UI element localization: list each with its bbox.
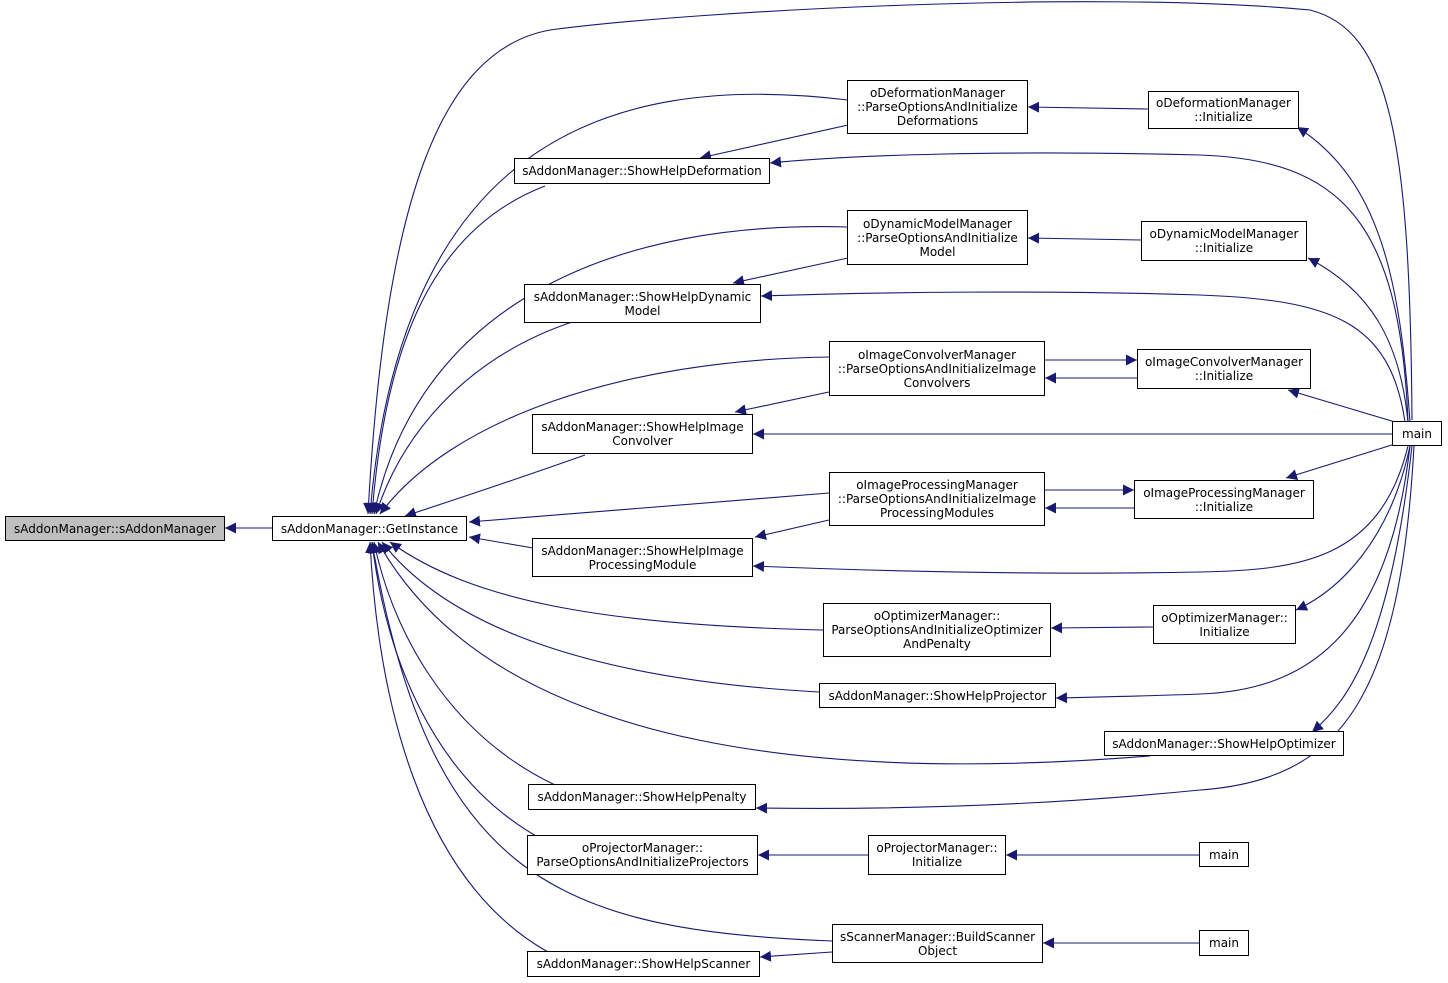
edge-oopt-parse-getinstance: [389, 541, 824, 631]
edge-oimgconv-parse-getinstance: [379, 356, 830, 515]
node-ooptimizer-initialize[interactable]: oOptimizerManager:: Initialize: [1153, 605, 1296, 644]
node-label: oImageConvolverManager ::Initialize: [1144, 355, 1304, 383]
node-show-help-image-processing[interactable]: sAddonManager::ShowHelpImage ProcessingM…: [532, 538, 753, 577]
edge-oimgproc-parse-show-help-image-processing: [754, 519, 830, 540]
edge-main-oimgproc-init: [1285, 443, 1396, 480]
edge-show-help-image-convolver-getinstance: [404, 454, 586, 518]
node-label: sAddonManager::ShowHelpImage Convolver: [541, 420, 744, 448]
node-label: main: [1209, 936, 1239, 950]
edge-odef-init-odef-parse: [1027, 101, 1149, 113]
edge-oimgproc-parse-getinstance: [468, 492, 830, 527]
node-label: main: [1402, 426, 1432, 441]
edge-main-oopt-init: [1295, 445, 1411, 611]
node-oprojector-parse[interactable]: oProjectorManager:: ParseOptionsAndIniti…: [527, 835, 758, 875]
edge-scanner-build-show-help-scanner: [759, 950, 833, 962]
node-label: sAddonManager::sAddonManager: [14, 521, 216, 536]
edge-odyn-parse-show-help-dynamic: [732, 257, 849, 287]
edge-main-show-help-dynamic: [760, 290, 1406, 423]
node-odeformation-initialize[interactable]: oDeformationManager ::Initialize: [1148, 91, 1299, 129]
edge-show-help-optimizer-getinstance: [377, 541, 1151, 765]
node-label: oProjectorManager:: ParseOptionsAndIniti…: [536, 841, 749, 869]
edge-odyn-init-odyn-parse: [1027, 232, 1142, 244]
node-label: sAddonManager::ShowHelpDynamic Model: [533, 289, 752, 318]
node-oprojector-initialize[interactable]: oProjectorManager:: Initialize: [868, 835, 1006, 875]
node-label: sAddonManager::GetInstance: [280, 521, 459, 536]
node-show-help-optimizer[interactable]: sAddonManager::ShowHelpOptimizer: [1104, 731, 1344, 756]
node-label: sScannerManager::BuildScanner Object: [839, 929, 1036, 958]
edge-odyn-parse-getinstance: [370, 226, 849, 515]
edge-oproj-parse-getinstance: [367, 541, 546, 842]
edge-main-show-help-penalty: [755, 445, 1415, 814]
edge-show-help-scanner-getinstance: [365, 541, 549, 953]
node-show-help-image-convolver[interactable]: sAddonManager::ShowHelpImage Convolver: [532, 414, 753, 454]
node-label: sAddonManager::ShowHelpDeformation: [522, 164, 762, 178]
edge-main-odef-init: [1296, 126, 1411, 423]
node-label: sAddonManager::ShowHelpPenalty: [537, 790, 747, 804]
node-label: oImageProcessingManager ::Initialize: [1143, 485, 1305, 514]
node-show-help-penalty[interactable]: sAddonManager::ShowHelpPenalty: [528, 784, 756, 810]
edge-main-show-help-optimizer: [1311, 445, 1413, 733]
edge-show-help-projector-getinstance: [381, 541, 820, 693]
node-label: oDynamicModelManager ::Initialize: [1149, 227, 1299, 255]
node-show-help-scanner[interactable]: sAddonManager::ShowHelpScanner: [527, 951, 760, 977]
node-label: oImageConvolverManager ::ParseOptionsAnd…: [837, 347, 1037, 390]
edge-show-help-penalty-getinstance: [370, 541, 556, 786]
node-odynamic-initialize[interactable]: oDynamicModelManager ::Initialize: [1141, 221, 1307, 261]
node-label: main: [1209, 847, 1239, 862]
node-odeformation-parse[interactable]: oDeformationManager ::ParseOptionsAndIni…: [847, 80, 1028, 134]
edge-main-getinstance: [363, 1, 1413, 515]
edge-oopt-init-oopt-parse: [1050, 622, 1154, 634]
node-main-projector[interactable]: main: [1199, 842, 1249, 867]
node-label: oOptimizerManager:: Initialize: [1161, 610, 1288, 639]
edge-main-oimgconv-init: [1287, 387, 1396, 423]
node-label: sAddonManager::ShowHelpImage ProcessingM…: [541, 543, 744, 572]
node-show-help-projector[interactable]: sAddonManager::ShowHelpProjector: [819, 683, 1056, 708]
node-label: oDeformationManager ::Initialize: [1156, 96, 1291, 124]
edge-main-show-help-projector: [1055, 445, 1411, 704]
node-label: oDynamicModelManager ::ParseOptionsAndIn…: [857, 216, 1018, 259]
node-scanner-build-object[interactable]: sScannerManager::BuildScanner Object: [832, 924, 1043, 963]
node-oimageconvolver-parse[interactable]: oImageConvolverManager ::ParseOptionsAnd…: [829, 341, 1045, 396]
edge-main-show-help-deformation: [769, 152, 1409, 423]
node-oimageprocessing-initialize[interactable]: oImageProcessingManager ::Initialize: [1134, 480, 1314, 519]
node-label: oImageProcessingManager ::ParseOptionsAn…: [837, 478, 1037, 520]
node-label: sAddonManager::ShowHelpProjector: [828, 688, 1047, 703]
edge-oimgconv-parse-show-help-image-convolver: [734, 391, 830, 416]
node-show-help-deformation[interactable]: sAddonManager::ShowHelpDeformation: [514, 158, 770, 184]
node-show-help-dynamic-model[interactable]: sAddonManager::ShowHelpDynamic Model: [524, 284, 761, 323]
edge-scanner-build-getinstance: [368, 541, 833, 942]
edge-show-help-image-processing-getinstance: [468, 533, 534, 549]
node-main-scanner[interactable]: main: [1199, 930, 1249, 956]
node-odynamic-parse[interactable]: oDynamicModelManager ::ParseOptionsAndIn…: [847, 210, 1028, 265]
node-label: sAddonManager::ShowHelpScanner: [536, 957, 751, 971]
node-label: oProjectorManager:: Initialize: [876, 841, 998, 869]
node-main-right[interactable]: main: [1392, 421, 1442, 446]
node-get-instance[interactable]: sAddonManager::GetInstance: [272, 516, 467, 541]
edge-show-help-deformation-getinstance: [367, 185, 546, 515]
node-label: oOptimizerManager:: ParseOptionsAndIniti…: [831, 609, 1043, 651]
edge-odef-parse-show-help-deformation: [699, 124, 849, 161]
node-label: sAddonManager::ShowHelpOptimizer: [1112, 736, 1336, 751]
node-label: oDeformationManager ::ParseOptionsAndIni…: [857, 86, 1018, 128]
node-oimageconvolver-initialize[interactable]: oImageConvolverManager ::Initialize: [1137, 349, 1311, 389]
node-saddonmanager-constructor[interactable]: sAddonManager::sAddonManager: [5, 516, 225, 541]
node-ooptimizer-parse[interactable]: oOptimizerManager:: ParseOptionsAndIniti…: [823, 603, 1051, 657]
node-oimageprocessing-parse[interactable]: oImageProcessingManager ::ParseOptionsAn…: [829, 472, 1045, 526]
edge-show-help-dynamic-getinstance: [374, 321, 573, 515]
edge-main-odyn-init: [1307, 257, 1409, 423]
edge-main-show-help-image-processing: [752, 445, 1409, 574]
